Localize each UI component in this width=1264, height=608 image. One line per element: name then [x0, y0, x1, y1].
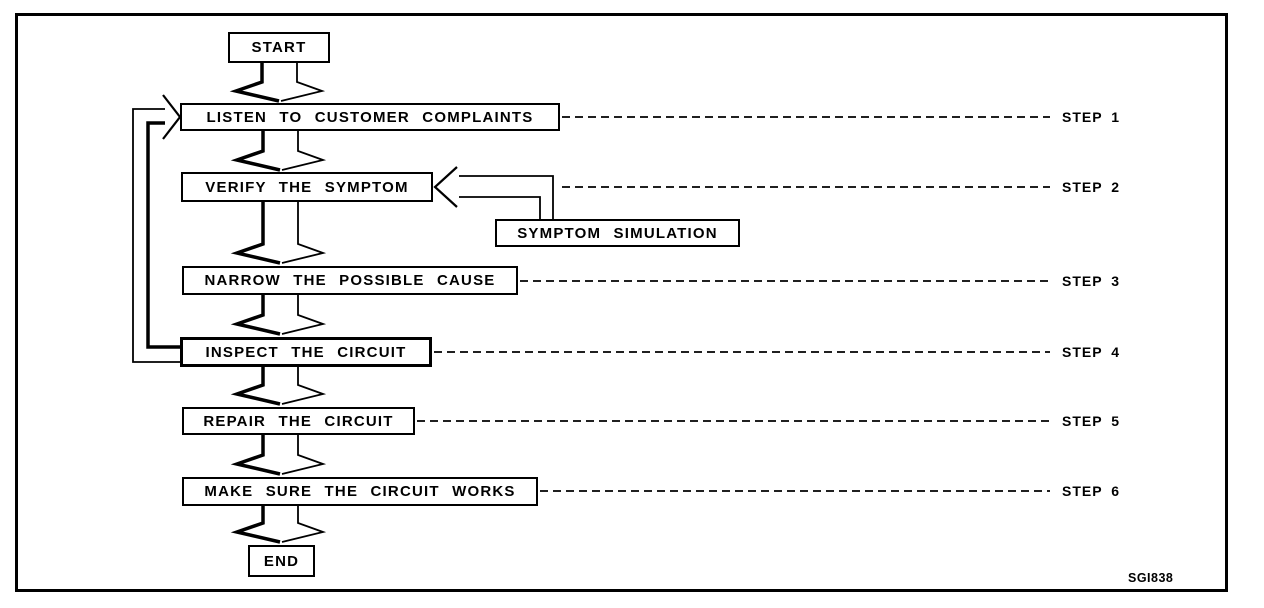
arrow-narrow-to-inspect — [230, 295, 327, 336]
arrow-repair-to-confirm — [230, 435, 327, 476]
flow-node-make-sure-the-circuit-works: MAKE SURE THE CIRCUIT WORKS — [182, 477, 538, 506]
step-label-1: STEP 1 — [1062, 109, 1120, 125]
flow-node-end: END — [248, 545, 315, 577]
feedback-loop-inspect-to-listen — [132, 94, 182, 363]
step-label-5: STEP 5 — [1062, 413, 1120, 429]
step-label-2: STEP 2 — [1062, 179, 1120, 195]
flow-node-verify-the-symptom: VERIFY THE SYMPTOM — [181, 172, 433, 202]
arrow-verify-to-narrow — [230, 202, 327, 265]
step-label-4: STEP 4 — [1062, 344, 1120, 360]
flow-node-inspect-the-circuit: INSPECT THE CIRCUIT — [180, 337, 432, 367]
step-label-3: STEP 3 — [1062, 273, 1120, 289]
flow-node-narrow-the-possible-cause: NARROW THE POSSIBLE CAUSE — [182, 266, 518, 295]
flow-node-start: START — [228, 32, 330, 63]
arrow-listen-to-verify — [230, 131, 327, 172]
flow-node-symptom-simulation: SYMPTOM SIMULATION — [495, 219, 740, 247]
step-leader-lines — [417, 116, 1050, 492]
flow-node-repair-the-circuit: REPAIR THE CIRCUIT — [182, 407, 415, 435]
flow-node-listen-to-customer-complaints: LISTEN TO CUSTOMER COMPLAINTS — [180, 103, 560, 131]
arrow-confirm-to-end — [230, 506, 327, 544]
arrow-inspect-to-repair — [230, 367, 327, 406]
arrow-symptom-to-verify — [433, 166, 554, 219]
step-label-6: STEP 6 — [1062, 483, 1120, 499]
figure-code: SGI838 — [1128, 571, 1174, 585]
arrow-start-to-listen — [229, 63, 326, 103]
